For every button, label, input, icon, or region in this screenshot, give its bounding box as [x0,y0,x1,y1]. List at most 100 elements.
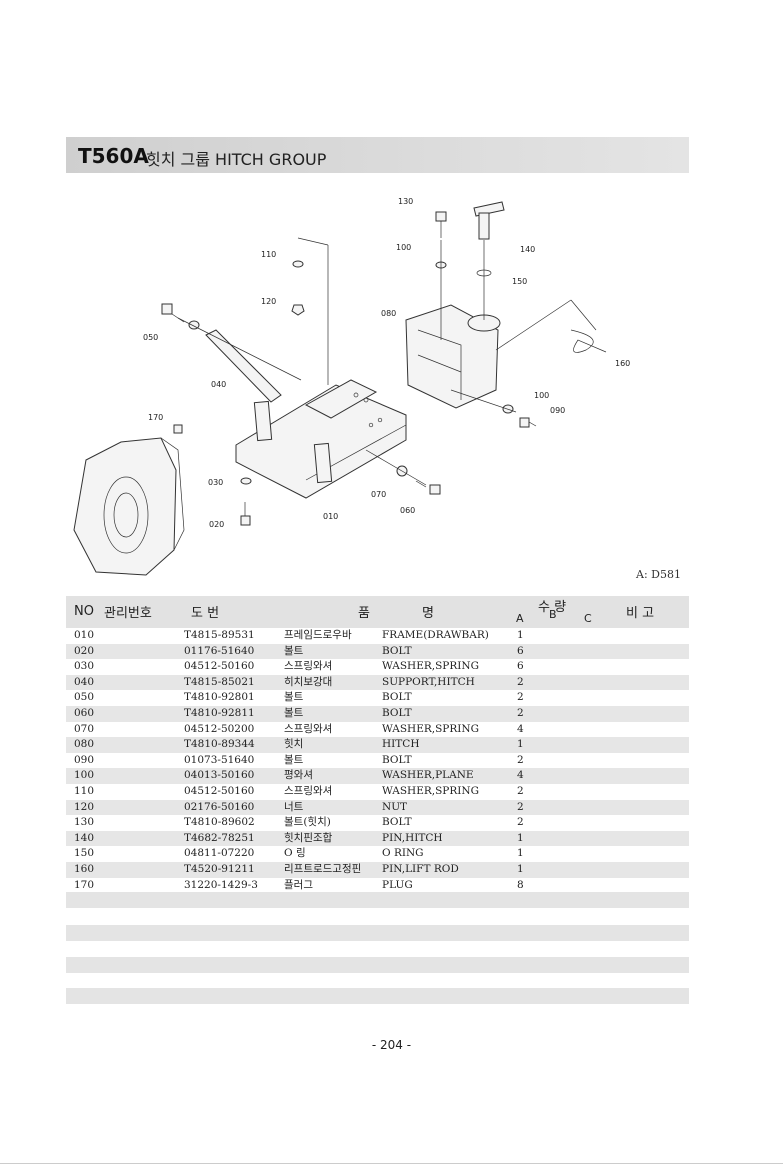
row-name-english: BOLT [382,691,412,704]
svg-text:090: 090 [550,406,565,415]
row-name-english: PLUG [382,878,413,891]
row-part-number: T4810-89602 [184,816,255,829]
row-name-english: PIN,HITCH [382,831,443,844]
row-qty-a: 2 [517,784,524,797]
svg-text:100: 100 [396,243,411,252]
row-part-number: 01176-51640 [184,644,255,657]
svg-text:010: 010 [323,512,338,521]
row-qty-a: 1 [517,629,524,641]
col-name-1: 품 [358,606,370,621]
row-no: 010 [74,629,95,641]
row-no: 060 [74,706,95,719]
row-no: 020 [74,644,95,657]
row-name-korean: 볼트 [284,691,304,704]
row-name-english: PIN,LIFT ROD [382,862,459,875]
row-qty-a: 2 [517,816,524,829]
empty-row [66,925,689,941]
row-name-english: NUT [382,800,408,813]
row-no: 150 [74,847,95,860]
row-name-english: FRAME(DRAWBAR) [382,629,489,641]
row-part-number: T4520-91211 [184,862,255,875]
lift-rod-pin [570,329,607,353]
row-name-english: HITCH [382,738,420,751]
row-name-korean: 스프링와셔 [284,722,333,735]
col-name-2: 명 [422,606,434,621]
row-name-english: SUPPORT,HITCH [382,675,475,688]
row-no: 080 [74,738,95,751]
svg-text:140: 140 [520,245,535,254]
section-header: T560A 힛치 그룹 HITCH GROUP [66,137,689,173]
assembly-lines [177,237,597,486]
row-no: 030 [74,660,95,673]
row-name-korean: 스프링와셔 [284,784,333,797]
row-part-number: 04512-50160 [184,784,255,797]
row-qty-a: 1 [517,738,524,751]
svg-text:150: 150 [512,277,527,286]
row-name-korean: 볼트 [284,753,304,766]
fasteners [161,211,537,526]
table-row: 010 T4815-89531 프레임드로우바 FRAME(DRAWBAR) 1 [66,628,689,644]
col-qty: 수 량 [538,600,567,615]
row-qty-a: 4 [517,769,524,782]
empty-row [66,892,689,908]
exploded-parts-diagram: 010 020 030 040 050 060 070 080 090 100 … [73,197,630,576]
col-mgmt: 관리번호 [104,606,152,621]
row-name-english: WASHER,SPRING [382,660,479,673]
row-name-english: BOLT [382,753,412,766]
row-no: 070 [74,722,95,735]
row-no: 090 [74,753,95,766]
drawbar-frame [235,379,407,499]
row-part-number: 04013-50160 [184,769,255,782]
row-name-korean: 리프트로드고정핀 [284,862,362,875]
row-name-korean: 프레임드로우바 [284,629,352,641]
row-name-korean: 히치보강대 [284,675,333,688]
svg-text:160: 160 [615,359,630,368]
svg-text:080: 080 [381,309,396,318]
row-no: 160 [74,862,95,875]
row-part-number: T4815-89531 [184,629,255,641]
row-qty-a: 1 [517,847,524,860]
row-name-korean: 스프링와셔 [284,660,333,673]
svg-text:050: 050 [143,333,158,342]
transmission-housing [73,437,185,576]
empty-row [66,988,689,1004]
svg-text:130: 130 [398,197,413,206]
row-name-english: BOLT [382,816,412,829]
row-name-korean: 볼트 [284,644,304,657]
row-part-number: T4810-92811 [184,706,255,719]
col-qty-c: C [584,612,592,625]
row-name-korean: 평와셔 [284,769,313,782]
row-no: 050 [74,691,95,704]
row-name-english: WASHER,SPRING [382,784,479,797]
col-no: NO [74,604,94,619]
row-qty-a: 2 [517,675,524,688]
table-header: NO 관리번호 도 번 품 명 수 량 A B C 비 고 [66,596,689,628]
row-part-number: 02176-50160 [184,800,255,813]
row-qty-a: 6 [517,644,524,657]
row-no: 040 [74,675,95,688]
hitch-pin [473,201,505,277]
svg-text:170: 170 [148,413,163,422]
svg-text:110: 110 [261,250,276,259]
diagram-reference: A: D581 [636,568,681,581]
row-qty-a: 2 [517,691,524,704]
svg-text:100: 100 [534,391,549,400]
row-name-korean: 볼트(힛치) [284,816,331,829]
row-qty-a: 1 [517,831,524,844]
svg-text:030: 030 [208,478,223,487]
